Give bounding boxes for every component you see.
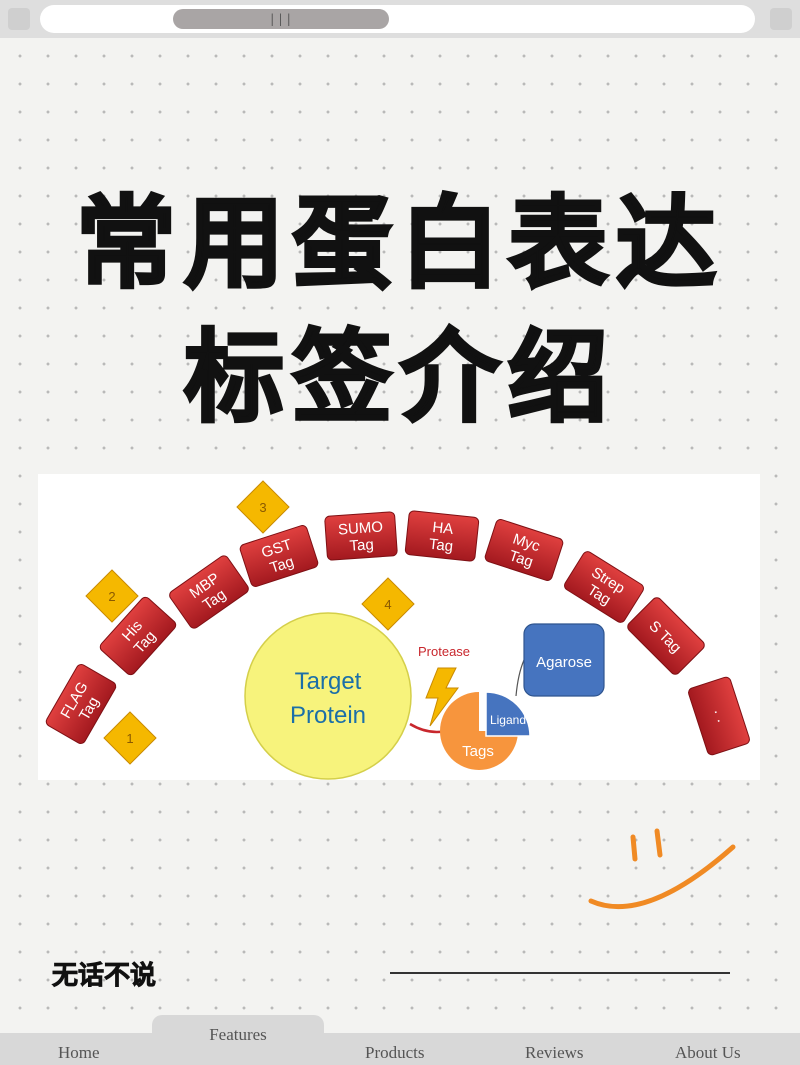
agarose-label: Agarose xyxy=(536,654,592,671)
step-marker-label: 1 xyxy=(126,731,133,746)
tag-label: Tag xyxy=(349,536,374,555)
nav-tab-reviews[interactable]: Reviews xyxy=(525,1043,584,1062)
protease-label: Protease xyxy=(418,644,470,659)
step-marker: 3 xyxy=(236,480,290,534)
divider-line xyxy=(390,972,730,974)
tags-circle xyxy=(440,692,518,770)
agarose-box xyxy=(523,623,605,697)
nav-tab-features[interactable]: Features xyxy=(152,1015,324,1065)
smiley-icon xyxy=(588,828,736,910)
address-bar[interactable] xyxy=(40,5,755,33)
tag-label: Tag xyxy=(268,553,296,577)
bottom-nav: Home Features Products Reviews About Us xyxy=(0,1015,800,1065)
step-marker-label: 4 xyxy=(384,597,391,612)
page-title-line-2: 标签介绍 xyxy=(183,318,616,438)
tag-label: · · xyxy=(707,707,728,726)
scroll-handle[interactable]: ||| xyxy=(173,9,389,29)
tag-block: S Tag xyxy=(627,597,705,675)
target-protein-label: Protein xyxy=(290,702,366,729)
nav-tab-about-us[interactable]: About Us xyxy=(675,1043,741,1062)
step-marker: 2 xyxy=(85,569,139,623)
tag-label: SUMO xyxy=(337,518,383,538)
agarose-connector xyxy=(515,659,525,697)
corner-icon xyxy=(8,8,30,30)
ligand-wedge xyxy=(485,691,531,737)
slogan-text: 无话不说 xyxy=(52,961,157,992)
protease-bolt-icon xyxy=(425,667,459,727)
tags-label: Tags xyxy=(462,743,494,760)
nav-tab-home[interactable]: Home xyxy=(58,1043,100,1062)
target-protein-label: Target xyxy=(295,668,362,695)
step-marker-label: 3 xyxy=(259,500,266,515)
page-title-line-1: 常用蛋白表达 xyxy=(75,184,724,304)
target-protein-circle xyxy=(244,612,412,780)
step-marker-label: 2 xyxy=(108,589,115,604)
tag-label: HA xyxy=(432,519,455,538)
ligand-label: Ligand xyxy=(490,713,526,727)
corner-icon xyxy=(770,8,792,30)
tag-label: Tag xyxy=(507,547,535,571)
nav-tab-products[interactable]: Products xyxy=(365,1043,425,1062)
tag-block: · · xyxy=(688,676,750,756)
top-bar: ||| xyxy=(0,0,800,38)
step-marker: 4 xyxy=(361,577,415,631)
tag-label: Tag xyxy=(428,536,454,555)
step-marker: 1 xyxy=(103,711,157,765)
